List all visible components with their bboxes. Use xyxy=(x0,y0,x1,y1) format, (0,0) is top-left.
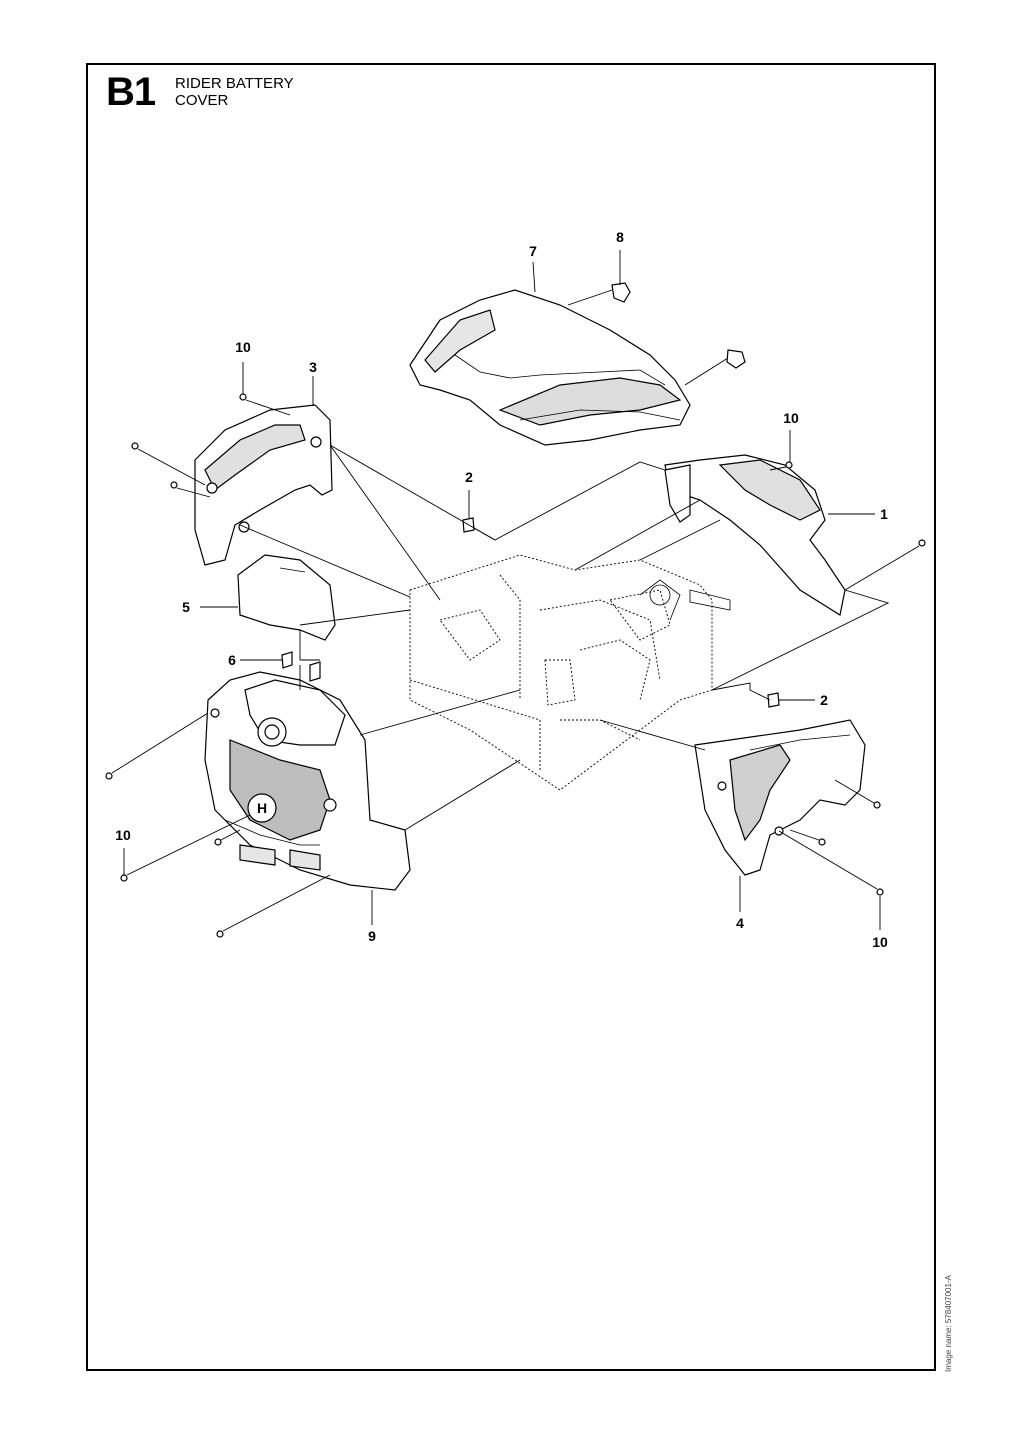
part-1-right-panel xyxy=(664,454,846,616)
callout-8: 8 xyxy=(616,229,624,245)
callout-9: 9 xyxy=(368,928,376,944)
callout-7: 7 xyxy=(529,243,537,259)
chassis-frame xyxy=(409,554,731,791)
section-title: RIDER BATTERY COVER xyxy=(175,75,294,109)
callout-10-bottom-left: 10 xyxy=(115,827,131,843)
callout-1: 1 xyxy=(880,506,888,522)
part-6-brackets xyxy=(281,651,321,682)
leader-lines xyxy=(111,250,920,932)
diagram-frame xyxy=(86,63,936,1371)
callout-10-bottom-right: 10 xyxy=(872,934,888,950)
callout-2-right: 2 xyxy=(820,692,828,708)
part-9-front-bumper: H xyxy=(204,671,411,891)
callout-10-top-right: 10 xyxy=(783,410,799,426)
part-5-battery-lid xyxy=(237,554,336,641)
callout-4: 4 xyxy=(736,915,744,931)
part-8-clips xyxy=(611,282,746,369)
callout-10-top-left: 10 xyxy=(235,339,251,355)
section-code: B1 xyxy=(106,70,156,114)
part-3-left-panel xyxy=(194,404,333,566)
part-10-screws xyxy=(105,393,926,938)
section-title-line2: COVER xyxy=(175,92,229,109)
part-2-clips xyxy=(462,517,780,708)
svg-text:H: H xyxy=(257,800,267,816)
section-title-line1: RIDER BATTERY xyxy=(175,75,294,92)
part-7-top-cover xyxy=(409,289,691,446)
callout-6: 6 xyxy=(228,652,236,668)
part-4-right-lower-panel xyxy=(694,719,866,876)
callouts: 7 8 10 3 10 2 1 5 6 2 10 9 4 10 xyxy=(115,229,888,950)
callout-3: 3 xyxy=(309,359,317,375)
callout-2-top: 2 xyxy=(465,469,473,485)
callout-5: 5 xyxy=(182,599,190,615)
